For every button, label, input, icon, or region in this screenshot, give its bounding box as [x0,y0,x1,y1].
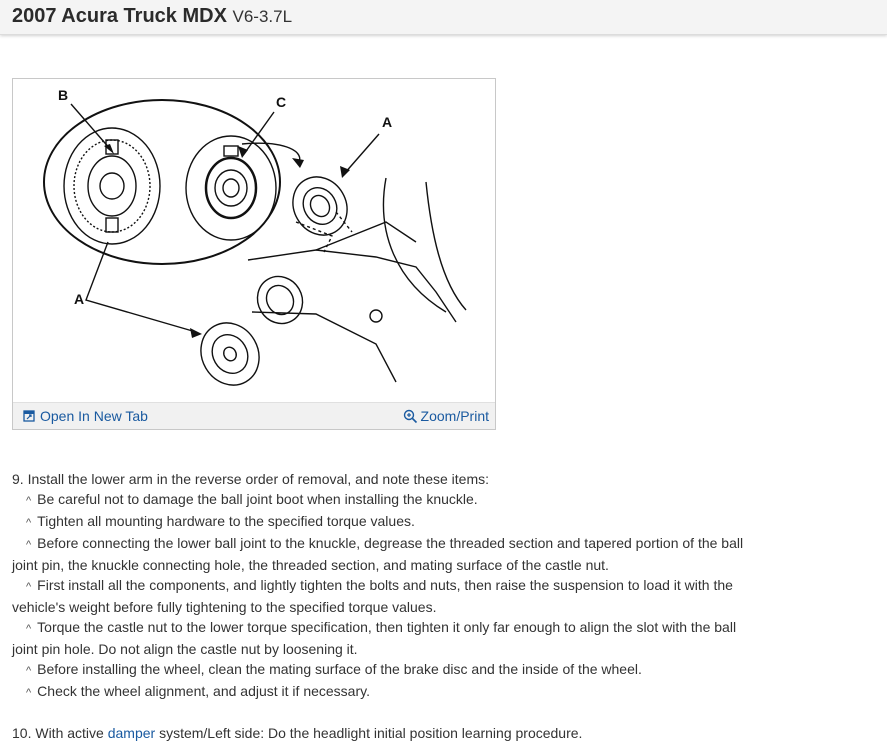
step-10: 10. With active damper system/Left side:… [12,723,772,743]
step-9-item-text: joint pin hole. Do not align the castle … [12,641,358,657]
diagram-image: B C A A [16,82,490,404]
figure-toolbar: Open In New Tab Zoom/Print [13,402,495,429]
step-9-item: ^ First install all the components, and l… [12,575,772,597]
caret-icon: ^ [26,517,32,529]
step-9-item-continued: vehicle's weight before fully tightening… [12,597,772,617]
caret-icon: ^ [26,495,32,507]
step-9-item-text: Torque the castle nut to the lower torqu… [37,619,737,635]
step-9-item-text: Check the wheel alignment, and adjust it… [37,683,370,699]
step-10-prefix: With active [35,725,104,741]
callout-a-top: A [382,114,392,130]
damper-link[interactable]: damper [107,725,156,741]
step-9-number: 9. [12,471,24,487]
lower-arm-diagram: B C A A [43,87,467,386]
caret-icon: ^ [26,687,32,699]
caret-icon: ^ [26,665,32,677]
step-9-item-text: vehicle's weight before fully tightening… [12,599,437,615]
step-9-item-text: Before installing the wheel, clean the m… [37,661,642,677]
step-9-item-text: First install all the components, and li… [37,577,733,593]
vehicle-title: 2007 Acura Truck MDX [12,5,227,27]
open-new-tab-label: Open In New Tab [40,408,148,424]
caret-icon: ^ [26,539,32,551]
step-9-item: ^ Tighten all mounting hardware to the sp… [12,511,772,533]
step-9-item: ^ Before connecting the lower ball joint … [12,533,772,555]
engine-label: V6-3.7L [232,7,293,26]
step-10-number: 10. [12,725,32,741]
procedure-steps: 9. Install the lower arm in the reverse … [12,469,772,743]
step-9-item: ^ Be careful not to damage the ball joint… [12,489,772,511]
step-9-item: ^ Check the wheel alignment, and adjust i… [12,681,772,703]
callout-a-left: A [74,291,84,307]
step-9-item: ^ Before installing the wheel, clean the … [12,659,772,681]
step-10-suffix: system/Left side: Do the headlight initi… [159,725,583,741]
step-9-item-text: Tighten all mounting hardware to the spe… [37,513,415,529]
zoom-print-label: Zoom/Print [420,408,489,424]
page-title: 2007 Acura Truck MDX V6-3.7L [12,5,292,28]
step-9-item-continued: joint pin hole. Do not align the castle … [12,639,772,659]
open-new-tab-icon [23,410,35,422]
step-9-item-text: Be careful not to damage the ball joint … [37,491,478,507]
diagram-figure: B C A A Open In New Tab Zoom/Print [12,78,496,430]
callout-c: C [276,94,286,110]
page-header: 2007 Acura Truck MDX V6-3.7L [0,0,887,35]
zoom-in-icon [403,409,417,423]
step-9-item: ^ Torque the castle nut to the lower torq… [12,617,772,639]
step-9-item-text: joint pin, the knuckle connecting hole, … [12,557,609,573]
step-9-item-continued: joint pin, the knuckle connecting hole, … [12,555,772,575]
caret-icon: ^ [26,581,32,593]
step-9: 9. Install the lower arm in the reverse … [12,469,772,489]
open-new-tab-link[interactable]: Open In New Tab [23,408,148,424]
step-9-text: Install the lower arm in the reverse ord… [27,471,490,487]
caret-icon: ^ [26,623,32,635]
zoom-print-link[interactable]: Zoom/Print [403,408,489,424]
callout-b: B [58,87,68,103]
step-9-item-text: Before connecting the lower ball joint t… [37,535,744,551]
